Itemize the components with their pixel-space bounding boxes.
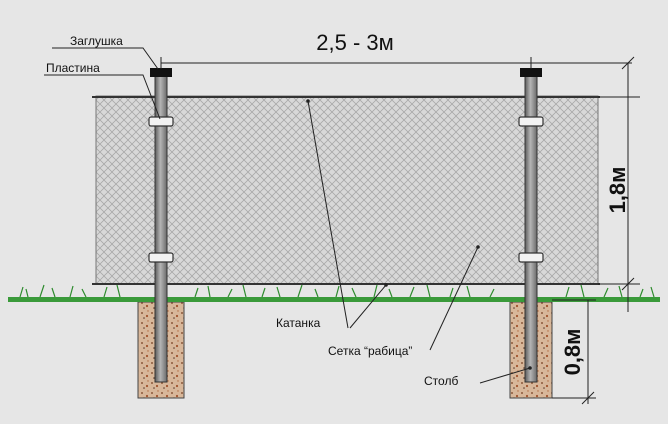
leader-lines	[44, 47, 531, 384]
right-plate-top	[518, 116, 544, 127]
left-plate-bottom	[148, 252, 174, 263]
height-label: 1,8м	[605, 167, 630, 214]
left-post-cap	[150, 68, 172, 77]
right-plate-bottom	[518, 252, 544, 263]
height-dimension	[598, 56, 640, 312]
plate-label: Пластина	[46, 61, 100, 75]
span-dimension	[160, 57, 632, 69]
grass	[19, 284, 655, 298]
span-label: 2,5 - 3м	[316, 30, 394, 55]
right-post-cap	[520, 68, 542, 77]
depth-dimension	[552, 299, 596, 405]
mesh-label: Сетка “рабица”	[328, 344, 412, 358]
chain-link-mesh	[95, 95, 599, 285]
wire-label: Катанка	[276, 316, 321, 330]
depth-label: 0,8м	[560, 329, 585, 376]
cap-label: Заглушка	[70, 34, 123, 48]
post-label: Столб	[424, 374, 458, 388]
left-plate-top	[148, 116, 174, 127]
ground-line	[8, 297, 660, 302]
